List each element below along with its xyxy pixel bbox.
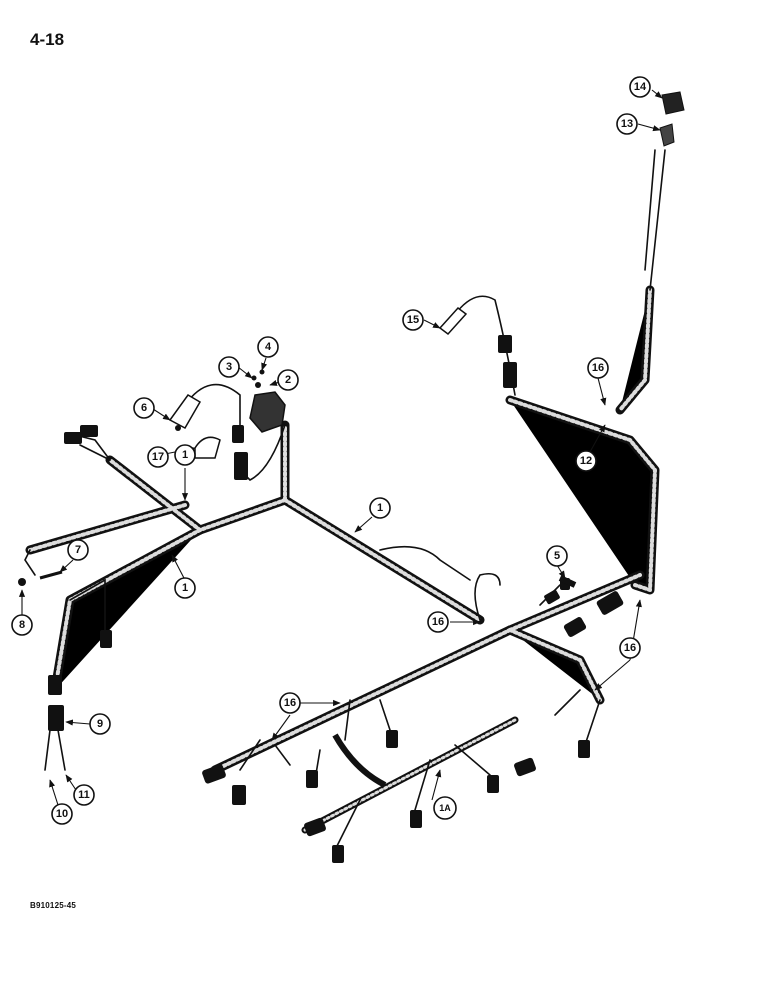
svg-text:5: 5 [554, 550, 560, 562]
callout-12: 12 [575, 450, 597, 472]
callout-8: 8 [11, 614, 33, 636]
callout-2: 2 [277, 369, 299, 391]
main-harness [30, 290, 655, 770]
connector [306, 770, 318, 788]
connector [544, 589, 560, 605]
svg-text:13: 13 [621, 118, 633, 130]
callout-13: 13 [616, 113, 638, 135]
svg-text:4: 4 [265, 341, 272, 353]
connector [234, 452, 248, 480]
callout-1-upper-left: 1 [174, 444, 196, 466]
connector [232, 425, 244, 443]
connector [563, 617, 587, 637]
callout-16-upper-right: 16 [587, 357, 609, 379]
svg-text:14: 14 [634, 81, 647, 93]
figure-code: B910125-45 [30, 901, 77, 910]
connector [514, 757, 536, 777]
connector [332, 845, 344, 863]
connector [487, 775, 499, 793]
connector [232, 785, 246, 805]
svg-text:16: 16 [624, 642, 636, 654]
svg-text:3: 3 [226, 361, 232, 373]
callout-11: 11 [73, 784, 95, 806]
callout-16-lower: 16 [279, 692, 301, 714]
protective-sleeve [332, 733, 387, 788]
callout-7: 7 [67, 539, 89, 561]
connector [578, 740, 590, 758]
callout-6: 6 [133, 397, 155, 419]
connector [48, 705, 64, 731]
callout-1-center: 1 [369, 497, 391, 519]
connector [596, 591, 624, 615]
callout-3: 3 [218, 356, 240, 378]
svg-text:1: 1 [182, 582, 188, 594]
page-number: 4-18 [30, 30, 65, 49]
callout-5: 5 [546, 545, 568, 567]
callout-15: 15 [402, 309, 424, 331]
svg-text:9: 9 [97, 718, 103, 730]
connector [503, 362, 517, 388]
svg-text:1: 1 [182, 449, 188, 461]
svg-text:1: 1 [377, 502, 383, 514]
callout-17: 17 [147, 446, 169, 468]
callout-1-lower-left: 1 [174, 577, 196, 599]
svg-text:8: 8 [19, 619, 25, 631]
nut-8 [18, 578, 26, 586]
callout-10: 10 [51, 803, 73, 825]
wires [24, 149, 666, 851]
connector [100, 630, 112, 648]
svg-text:1A: 1A [439, 803, 451, 813]
callout-14: 14 [629, 76, 651, 98]
svg-text:7: 7 [75, 544, 81, 556]
svg-text:10: 10 [56, 808, 68, 820]
svg-text:16: 16 [284, 697, 296, 709]
connector [202, 764, 226, 784]
connector [80, 425, 98, 437]
plug-14-lamp-13 [659, 91, 685, 147]
svg-text:6: 6 [141, 402, 147, 414]
callout-1a: 1A [433, 796, 457, 820]
connector [498, 335, 512, 353]
svg-text:15: 15 [407, 314, 419, 326]
connector [386, 730, 398, 748]
connector-5 [558, 575, 577, 588]
callout-4: 4 [257, 336, 279, 358]
svg-text:11: 11 [78, 789, 90, 801]
callout-16-right: 16 [619, 637, 641, 659]
svg-text:16: 16 [432, 616, 444, 628]
connector [48, 675, 62, 695]
callout-16-center: 16 [427, 611, 449, 633]
sender-6 [168, 394, 202, 431]
connector [64, 432, 82, 444]
sensor-15 [438, 306, 468, 336]
svg-text:12: 12 [580, 455, 592, 467]
switch-7 [39, 570, 63, 580]
connector [410, 810, 422, 828]
connectors [48, 335, 624, 863]
switch-assembly [249, 369, 286, 433]
clip-17 [194, 436, 221, 459]
svg-text:16: 16 [592, 362, 604, 374]
svg-text:17: 17 [152, 451, 164, 463]
connector [304, 817, 326, 837]
svg-text:2: 2 [285, 374, 291, 386]
callout-9: 9 [89, 713, 111, 735]
